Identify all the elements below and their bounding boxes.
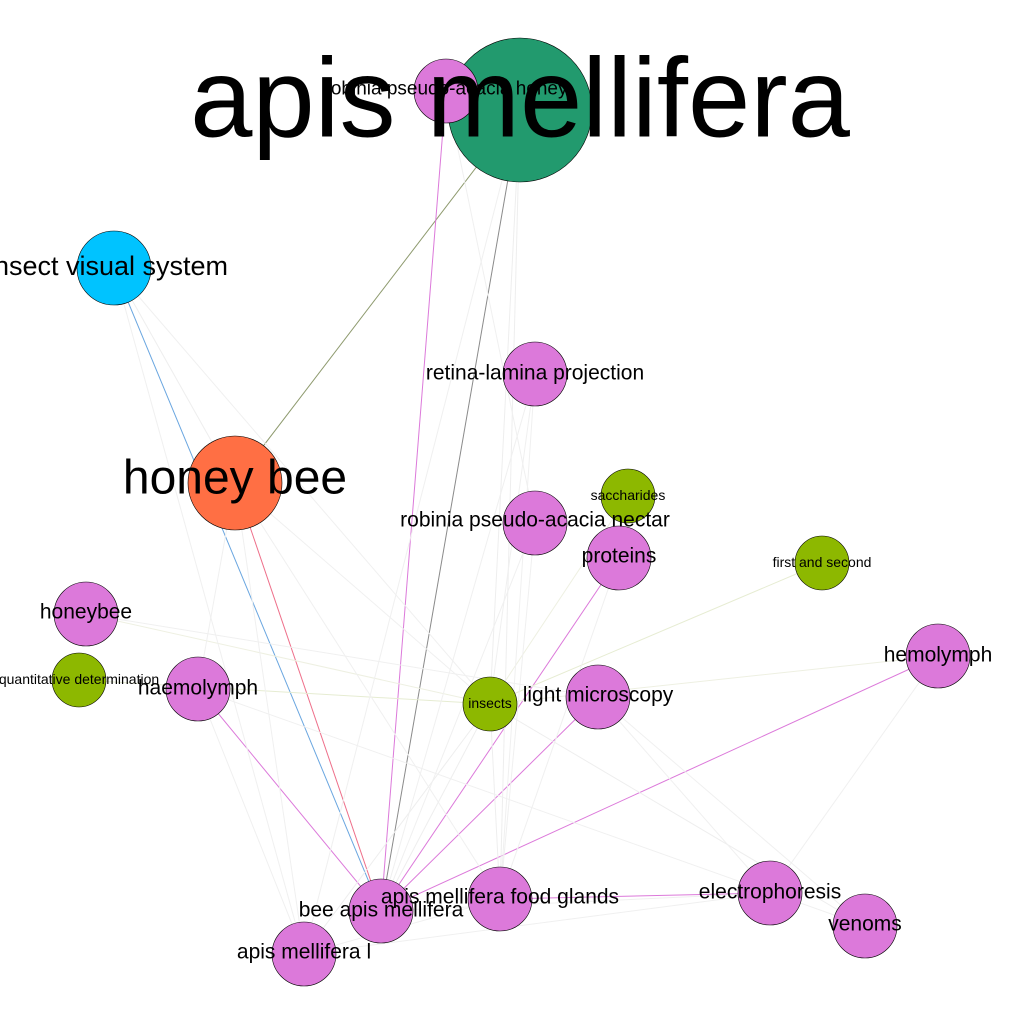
edge-proteins-bee-apis-mellifera bbox=[380, 557, 620, 912]
node-robinia-honey[interactable] bbox=[413, 58, 479, 124]
edge-insects-hemolymph bbox=[489, 655, 939, 705]
edge-honeybee-light-microscopy bbox=[85, 613, 599, 698]
node-quantitative-determination[interactable] bbox=[51, 652, 107, 708]
edge-hemolymph-electrophoresis bbox=[769, 655, 939, 894]
node-label-bee-apis-mellifera: bee apis mellifera bbox=[299, 899, 464, 922]
edge-retina-lamina-food-glands bbox=[499, 373, 536, 900]
edge-insects-bee-apis-mellifera bbox=[380, 703, 491, 912]
edge-robinia-honey-bee-apis-mellifera bbox=[380, 90, 447, 912]
node-label-proteins: proteins bbox=[582, 545, 657, 568]
edge-honey-bee-bee-apis-mellifera bbox=[234, 482, 382, 912]
edge-robinia-nectar-bee-apis-mellifera bbox=[380, 522, 536, 912]
node-label-quantitative-determination: quantitative determination bbox=[0, 671, 159, 687]
node-label-haemolymph: haemolymph bbox=[138, 677, 258, 700]
node-light-microscopy[interactable] bbox=[565, 664, 631, 730]
edge-haemolymph-apis-mellifera-l bbox=[197, 688, 305, 955]
node-label-apis-mellifera: apis mellifera bbox=[190, 36, 851, 161]
edge-insects-apis-mellifera-l bbox=[303, 703, 491, 955]
node-electrophoresis[interactable] bbox=[737, 860, 803, 926]
node-honeybee[interactable] bbox=[53, 581, 119, 647]
edge-light-microscopy-venoms bbox=[597, 696, 866, 927]
node-saccharides[interactable] bbox=[600, 468, 656, 524]
node-food-glands[interactable] bbox=[467, 866, 533, 932]
edge-food-glands-electrophoresis bbox=[499, 892, 771, 900]
node-label-robinia-honey: robinia pseudo-acacia honey bbox=[325, 79, 568, 100]
edge-apis-mellifera-honey-bee bbox=[234, 109, 521, 484]
edge-honey-bee-insects bbox=[234, 482, 491, 705]
node-label-robinia-nectar: robinia pseudo-acacia nectar bbox=[400, 509, 670, 532]
node-label-food-glands: apis mellifera food glands bbox=[381, 886, 619, 909]
edge-insects-honeybee bbox=[85, 613, 491, 705]
node-proteins[interactable] bbox=[586, 525, 652, 591]
edge-robinia-nectar-food-glands bbox=[499, 522, 536, 900]
node-label-light-microscopy: light microscopy bbox=[523, 684, 674, 707]
edge-light-microscopy-electrophoresis bbox=[597, 696, 771, 894]
node-apis-mellifera-l[interactable] bbox=[271, 921, 337, 987]
edge-robinia-honey-robinia-nectar bbox=[445, 90, 536, 524]
node-honey-bee[interactable] bbox=[187, 435, 283, 531]
edge-honey-bee-food-glands bbox=[234, 482, 501, 900]
node-label-apis-mellifera-l: apis mellifera l bbox=[237, 941, 371, 964]
edge-insect-visual-system-bee-apis-mellifera bbox=[113, 267, 382, 912]
edge-insects-first-and-second bbox=[489, 562, 823, 705]
node-hemolymph[interactable] bbox=[905, 623, 971, 689]
node-label-electrophoresis: electrophoresis bbox=[699, 881, 841, 904]
edge-insect-visual-system-insects bbox=[113, 267, 491, 705]
node-insects[interactable] bbox=[462, 676, 518, 732]
node-label-hemolymph: hemolymph bbox=[884, 644, 993, 667]
edge-light-microscopy-bee-apis-mellifera bbox=[380, 696, 599, 912]
edge-insects-quantitative-determination bbox=[78, 679, 491, 705]
node-label-honeybee: honeybee bbox=[40, 601, 132, 624]
node-venoms[interactable] bbox=[832, 893, 898, 959]
edge-insect-visual-system-apis-mellifera-l bbox=[113, 267, 305, 955]
edge-hemolymph-bee-apis-mellifera bbox=[380, 655, 939, 912]
node-label-retina-lamina: retina-lamina projection bbox=[426, 362, 644, 385]
edge-layer bbox=[78, 90, 939, 955]
node-first-and-second[interactable] bbox=[794, 535, 850, 591]
node-label-first-and-second: first and second bbox=[773, 554, 872, 570]
edge-electrophoresis-bee-apis-mellifera bbox=[380, 892, 771, 912]
edge-insects-venoms bbox=[489, 703, 866, 927]
edge-honey-bee-apis-mellifera-l bbox=[234, 482, 305, 955]
edge-apis-mellifera-insects bbox=[489, 109, 521, 705]
node-label-insect-visual-system: insect visual system bbox=[0, 251, 228, 281]
edge-apis-mellifera-apis-mellifera-l bbox=[303, 109, 521, 955]
node-bee-apis-mellifera[interactable] bbox=[348, 878, 414, 944]
node-insect-visual-system[interactable] bbox=[76, 230, 152, 306]
edge-retina-lamina-bee-apis-mellifera bbox=[380, 373, 536, 912]
node-label-saccharides: saccharides bbox=[591, 487, 666, 503]
node-retina-lamina[interactable] bbox=[502, 341, 568, 407]
node-haemolymph[interactable] bbox=[165, 656, 231, 722]
edge-insects-food-glands bbox=[489, 703, 501, 900]
node-label-venoms: venoms bbox=[828, 913, 902, 936]
node-label-honey-bee: honey bee bbox=[123, 452, 347, 505]
node-robinia-nectar[interactable] bbox=[502, 490, 568, 556]
edge-electrophoresis-apis-mellifera-l bbox=[303, 892, 771, 955]
node-label-insects: insects bbox=[468, 695, 512, 711]
edge-haemolymph-bee-apis-mellifera bbox=[197, 688, 382, 912]
node-layer bbox=[51, 37, 971, 987]
edge-proteins-food-glands bbox=[499, 557, 620, 900]
edge-apis-mellifera-bee-apis-mellifera bbox=[380, 109, 521, 912]
